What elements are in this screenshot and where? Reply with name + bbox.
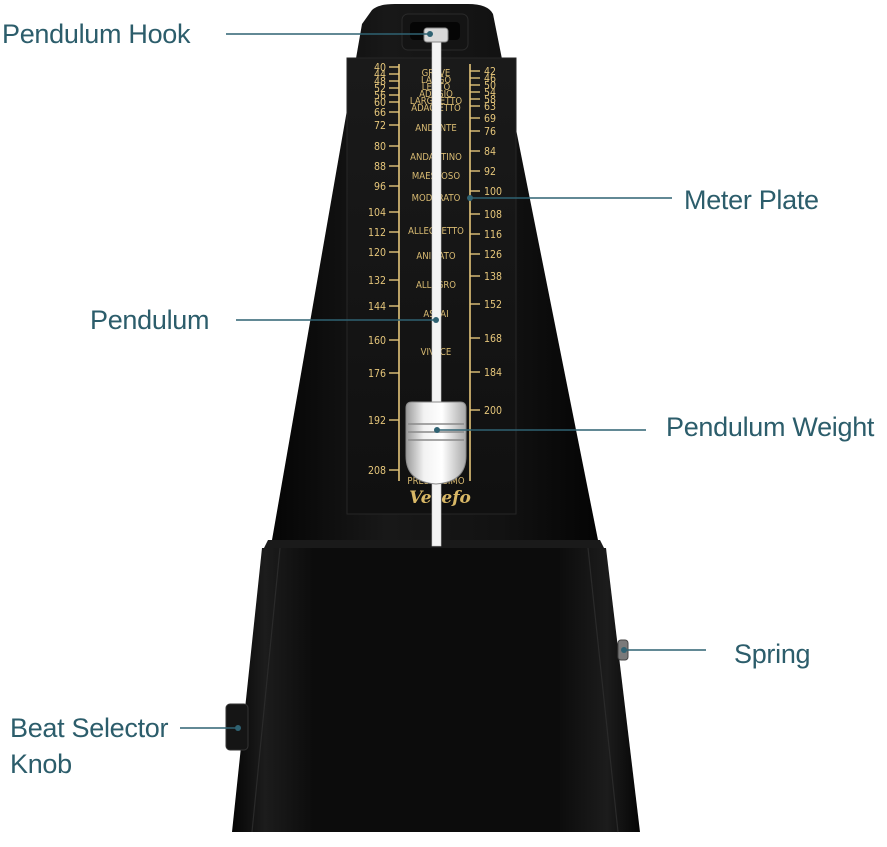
scale-right-label: 152 xyxy=(484,299,502,311)
scale-left-label: 44 xyxy=(374,69,386,81)
scale-right-label: 50 xyxy=(484,80,496,92)
scale-right-label: 184 xyxy=(484,367,502,379)
scale-right-label: 126 xyxy=(484,249,502,261)
scale-right-label: 76 xyxy=(484,126,496,138)
scale-right-label: 200 xyxy=(484,405,502,417)
scale-right-label: 138 xyxy=(484,271,502,283)
scale-left-label: 176 xyxy=(368,368,386,380)
scale-left-label: 208 xyxy=(368,465,386,477)
scale-right-label: 84 xyxy=(484,146,496,158)
label-pendulum-hook: Pendulum Hook xyxy=(2,19,191,49)
pendulum-weight-shape xyxy=(405,401,467,485)
scale-left-label: 144 xyxy=(368,301,386,313)
label-pendulum-weight: Pendulum Weight xyxy=(666,412,875,442)
scale-left-label: 120 xyxy=(368,247,386,259)
scale-left-label: 60 xyxy=(374,97,386,109)
scale-left-label: 72 xyxy=(374,120,386,132)
callouts: Pendulum Hook Meter Plate Pendulum Pendu… xyxy=(2,19,875,779)
scale-right-label: 46 xyxy=(484,73,496,85)
scale-left-label: 40 xyxy=(374,62,386,74)
label-meter-plate: Meter Plate xyxy=(684,185,819,215)
label-pendulum: Pendulum xyxy=(90,305,209,335)
label-beat-selector-knob-line2: Knob xyxy=(10,749,72,779)
scale-right-label: 116 xyxy=(484,229,502,241)
label-beat-selector-knob-line1: Beat Selector xyxy=(10,713,169,743)
scale-left-label: 96 xyxy=(374,181,386,193)
scale-left-label: 52 xyxy=(374,83,386,95)
scale-left-label: 112 xyxy=(368,227,386,239)
scale-right-label: 54 xyxy=(484,87,496,99)
scale-right-label: 69 xyxy=(484,113,496,125)
label-spring: Spring xyxy=(734,639,810,669)
scale-right-label: 92 xyxy=(484,166,496,178)
scale-right-label: 108 xyxy=(484,209,502,221)
scale-left-label: 160 xyxy=(368,335,386,347)
scale-left-label: 56 xyxy=(374,90,386,102)
base-housing xyxy=(232,548,640,832)
scale-left-label: 132 xyxy=(368,275,386,287)
scale-right-label: 168 xyxy=(484,333,502,345)
scale-left-label: 48 xyxy=(374,76,386,88)
scale-right-label: 58 xyxy=(484,94,496,106)
scale-left-label: 104 xyxy=(368,207,386,219)
scale-left-label: 80 xyxy=(374,141,386,153)
metronome-body xyxy=(225,4,640,833)
scale-right-label: 63 xyxy=(484,101,496,113)
scale-right-label: 42 xyxy=(484,66,496,78)
scale-left-label: 88 xyxy=(374,161,386,173)
scale-left-label: 66 xyxy=(374,107,386,119)
scale-left-label: 192 xyxy=(368,415,386,427)
scale-right-label: 100 xyxy=(484,186,502,198)
